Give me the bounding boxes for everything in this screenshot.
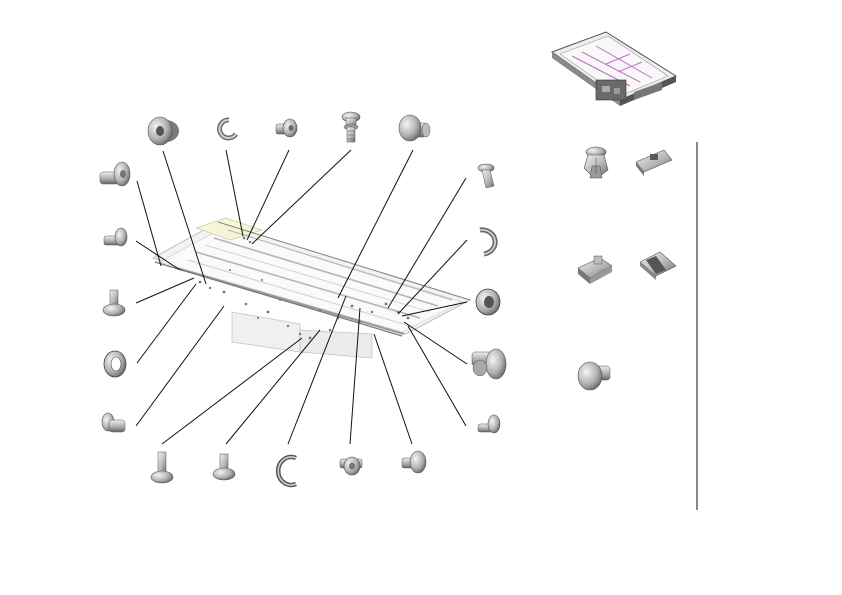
snap-clip-icon xyxy=(583,146,609,179)
transfer-assembly-thumbnail-icon xyxy=(550,31,678,106)
bushing-icon xyxy=(475,288,501,316)
c-ring-icon xyxy=(217,117,239,141)
shoulder-screw-icon xyxy=(275,118,298,138)
latch-icon xyxy=(577,255,613,284)
flange-screw-icon xyxy=(341,111,361,143)
screw-icon xyxy=(212,453,236,481)
pin-icon xyxy=(477,414,501,434)
bushing-icon xyxy=(398,114,431,142)
shoulder-screw-icon xyxy=(401,450,427,474)
rivet-icon xyxy=(577,361,611,391)
pin-icon xyxy=(101,412,126,433)
pin-icon xyxy=(99,161,131,187)
latch-icon xyxy=(639,251,677,280)
pin-icon xyxy=(103,227,128,247)
bracket-icon xyxy=(635,149,673,176)
flange-screw-icon xyxy=(339,456,363,476)
washer-icon xyxy=(103,350,127,378)
screw-icon xyxy=(150,451,174,484)
transfer-assembly-icon xyxy=(151,217,472,359)
thick-washer-icon xyxy=(147,116,179,146)
knob-icon xyxy=(471,348,507,380)
e-ring-icon xyxy=(275,454,297,488)
stud-icon xyxy=(477,163,495,189)
leader-lines xyxy=(135,149,468,445)
e-ring-icon xyxy=(479,227,498,257)
screw-icon xyxy=(102,289,126,317)
